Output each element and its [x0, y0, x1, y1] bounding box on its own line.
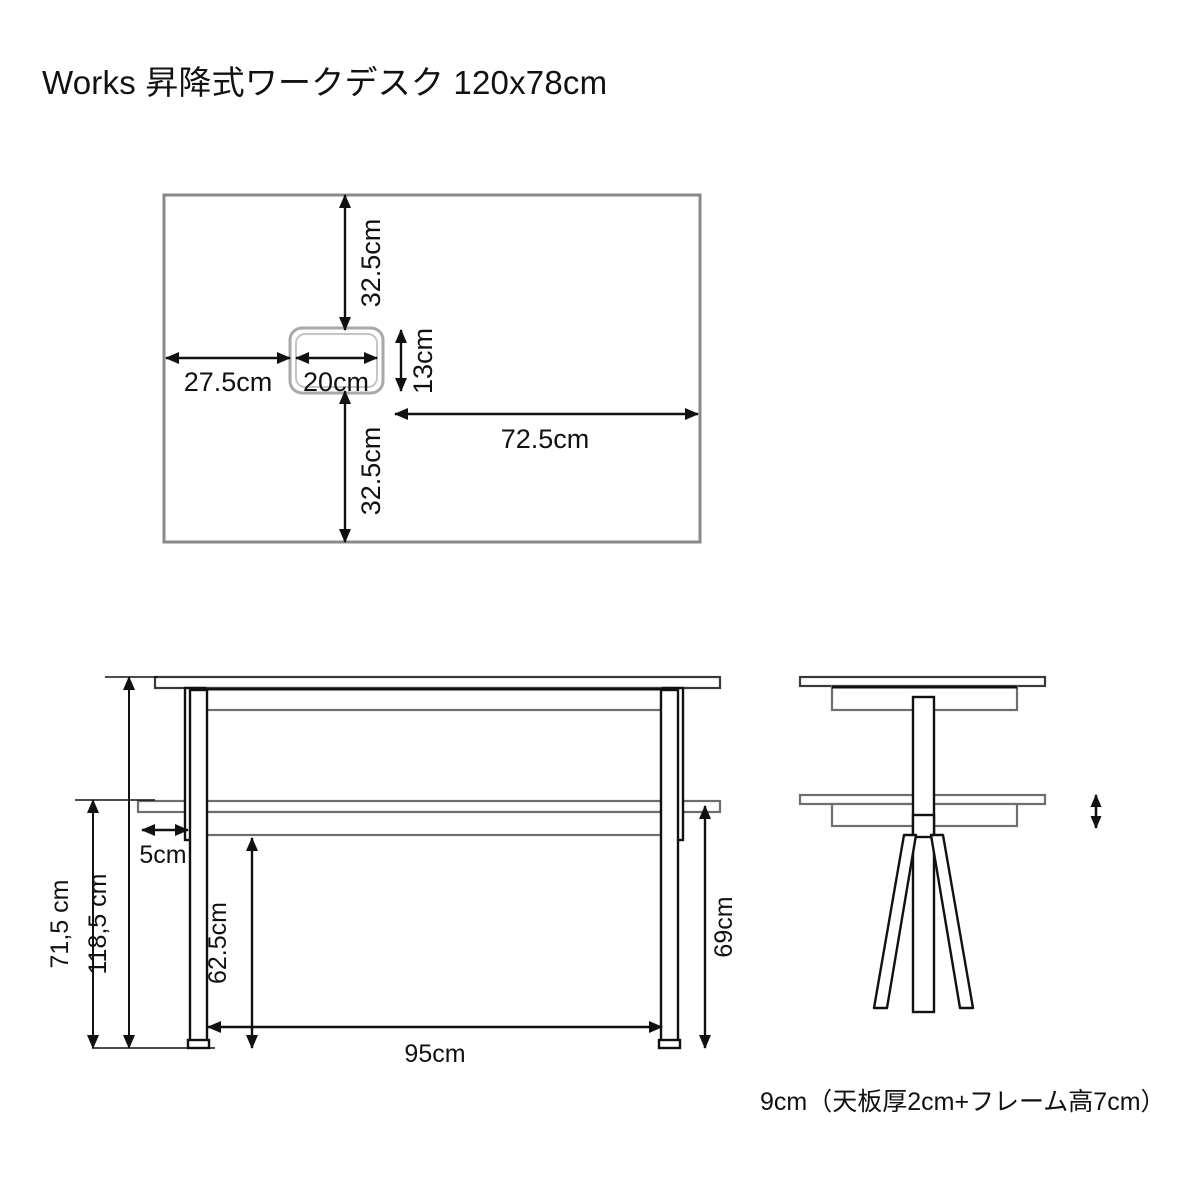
front-desktop-low	[136, 799, 722, 814]
side-desktop-high	[798, 675, 1047, 688]
front-view-drawing: 71,5 cm 118,5 cm 5cm 62.5cm 69cm 95cm	[46, 675, 738, 1068]
dim-label-right-offset: 72.5cm	[501, 424, 590, 454]
front-left-foot	[186, 1038, 211, 1050]
side-view-drawing	[798, 675, 1102, 1014]
front-frame-high	[188, 686, 680, 712]
dim-label-leg-height: 69cm	[710, 896, 738, 957]
front-frame-low	[188, 810, 680, 837]
dim-label-left-offset: 27.5cm	[184, 367, 273, 397]
dim-label-top-offset: 32.5cm	[356, 219, 386, 308]
dim-label-grommet-height: 13cm	[408, 328, 438, 394]
side-leg-left	[872, 833, 918, 1010]
side-column-joint	[911, 813, 936, 839]
top-view-drawing: 32.5cm 32.5cm 27.5cm 20cm 13cm 72.5cm	[162, 193, 702, 544]
side-view-caption: 9cm（天板厚2cm+フレーム高7cm）	[760, 1088, 1166, 1116]
dim-label-grommet-width: 20cm	[303, 367, 369, 397]
dim-label-clearance: 62.5cm	[204, 902, 232, 984]
side-center-column	[911, 695, 936, 1014]
front-desktop-high	[153, 675, 722, 690]
dim-label-height-high: 118,5 cm	[84, 874, 112, 975]
side-leg-right	[929, 833, 975, 1010]
front-right-lower-column	[659, 688, 680, 1049]
page-title: Works 昇降式ワークデスク 120x78cm	[42, 64, 608, 101]
top-view-desktop-outline	[162, 193, 702, 544]
dim-label-bottom-offset: 32.5cm	[356, 427, 386, 516]
front-right-foot	[657, 1038, 682, 1050]
dim-label-height-low: 71,5 cm	[46, 880, 74, 969]
dim-label-frame-inset: 5cm	[139, 841, 186, 869]
front-left-lower-column	[188, 688, 209, 1049]
dim-label-leg-span: 95cm	[404, 1040, 465, 1068]
